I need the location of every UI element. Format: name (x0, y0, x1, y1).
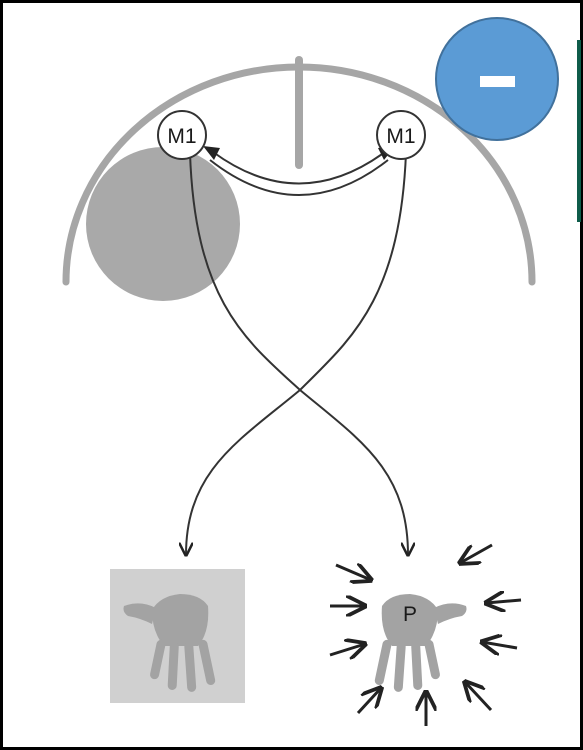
stim-arrow (465, 682, 493, 712)
right-hand-icon (373, 594, 467, 693)
lesion-circle (86, 147, 240, 301)
minus-button[interactable]: - (435, 17, 559, 141)
stim-arrow (482, 642, 518, 648)
m1-node-right: M1 (376, 110, 426, 160)
stim-arrow (356, 688, 381, 715)
pathway-right-to-left-hand (186, 152, 407, 555)
stim-arrow (335, 565, 371, 580)
stim-arrow (460, 543, 493, 563)
m1-node-left: M1 (157, 110, 207, 160)
stimulation-arrows (329, 543, 522, 726)
svg-text:M1: M1 (386, 125, 415, 148)
stim-arrow (486, 600, 522, 603)
stim-arrow (329, 644, 365, 655)
arrowhead-left (203, 146, 220, 160)
hand-label-p: P (403, 603, 417, 626)
svg-text:M1: M1 (167, 125, 196, 148)
minus-icon (480, 76, 515, 87)
